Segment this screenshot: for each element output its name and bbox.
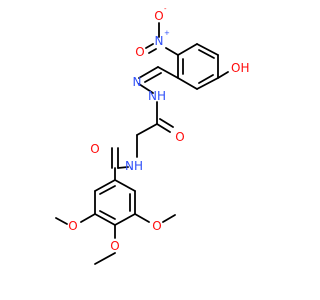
- bond-ring2-d-inner: [99, 210, 116, 220]
- bond-ome-right-me: [162, 214, 176, 223]
- bonds: [55, 22, 229, 265]
- bond-ring1-d-inner: [198, 74, 214, 84]
- bond-c-nitro: [165, 47, 179, 56]
- atom-amide-o: O: [90, 142, 99, 156]
- bond-ring-ome-left: [80, 213, 96, 223]
- bond-co-o-2: [159, 118, 174, 128]
- bond-ch-n-2: [144, 72, 162, 83]
- atom-no2-o-double: O: [135, 45, 144, 59]
- atom-no2-o-minus: O: [154, 9, 163, 23]
- atom-amide-nh: NH: [125, 159, 143, 173]
- atom-ome-mid: O: [110, 239, 119, 253]
- bond-ring-ch: [157, 66, 179, 79]
- atom-acyl-o: O: [175, 130, 184, 144]
- bond-n-nh: [138, 83, 154, 94]
- bond-ring2-f: [94, 179, 116, 192]
- bond-co-ch2: [136, 123, 158, 136]
- bond-ring1-a: [177, 43, 198, 56]
- bond-n-o-double-1: [145, 43, 154, 49]
- bond-ring1-b-inner: [198, 49, 215, 59]
- atom-ome-left: O: [68, 219, 77, 233]
- bond-nh-amide: [117, 166, 129, 169]
- bond-ring-ome-right: [134, 213, 150, 223]
- atom-ome-right: O: [152, 219, 161, 233]
- bond-ring2-d: [94, 213, 116, 226]
- bond-ring1-b: [196, 43, 219, 56]
- bond-ring2-c: [114, 213, 136, 226]
- atom-no2-o-minus-charge: -: [164, 5, 167, 13]
- atom-hydrazone-nh: NH: [148, 89, 166, 103]
- bond-c-oh: [217, 71, 229, 79]
- atom-hydrazone-n2: N: [133, 75, 142, 89]
- bond-n-o-double-2: [148, 48, 157, 54]
- bond-ch-n-1: [138, 66, 159, 79]
- bond-ring1-d: [196, 77, 219, 90]
- bond-co-o-1: [156, 123, 171, 133]
- atom-hydroxy: OH: [231, 61, 249, 75]
- atom-labels: O - N + O OH N NH O NH O O O O: [68, 5, 249, 253]
- structure-svg: O - N + O OH N NH O NH O O O O: [55, 5, 249, 265]
- bond-ome-left-me: [55, 217, 68, 225]
- molecule-structure: O - N + O OH N NH O NH O O O O: [55, 5, 249, 265]
- atom-no2-n-plus: N: [155, 34, 164, 48]
- bond-ring1-e: [177, 77, 198, 90]
- bond-ring2-a: [114, 179, 136, 192]
- atom-no2-n-plus-charge: +: [164, 29, 170, 37]
- bond-ome-mid-me: [94, 252, 116, 265]
- bond-ring2-f-inner: [99, 185, 116, 195]
